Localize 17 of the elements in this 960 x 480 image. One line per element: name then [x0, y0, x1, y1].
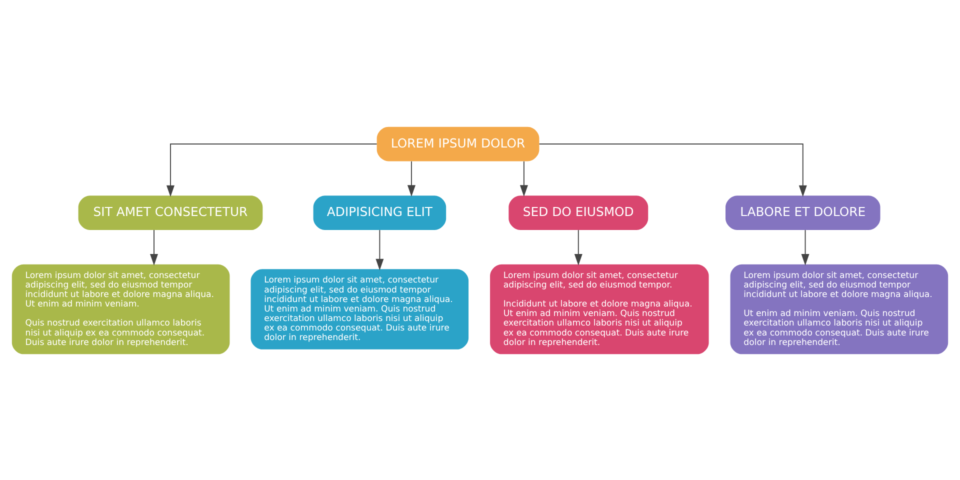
node-box: Lorem ipsum dolor sit amet, consectetur adipiscing elit, sed do eiusmod tempor incididunt ut labore et dolore magna aliqua. Ut enim ad minim veniam. Quis nostrud exercitation ullamco laboris nisi ut aliquip ex ea commodo consequat. Duis aute irure dolor in reprehenderit. [250, 268, 469, 349]
node-box: SED DO EIUSMOD [508, 195, 648, 230]
arrow [407, 160, 416, 196]
node-box: LABORE ET DOLORE [726, 195, 880, 230]
arrow [150, 229, 158, 265]
node-box: Lorem ipsum dolor sit amet, consectetur adipiscing elit, sed do eiusmod tempor incididunt ut labore et dolore magna aliqua. Ut enim ad minim veniam. Quis nostrud exercitation ullamco laboris nisi ut aliquip ex ea commodo consequat. Duis aute irure dolor in reprehenderit. [12, 264, 230, 354]
arrow [166, 143, 378, 196]
arrow [801, 229, 810, 265]
arrow [520, 160, 528, 196]
arrow [376, 229, 384, 270]
node-box: Lorem ipsum dolor sit amet, consectetur adipiscing elit, sed do eiusmod tempor incididunt ut labore et dolore magna aliqua. Ut enim ad minim veniam. Quis nostrud exercitation ullamco laboris nisi ut aliquip ex ea commodo consequat. Duis aute irure dolor in reprehenderit. [730, 264, 948, 354]
arrow [538, 143, 807, 196]
node-box: Lorem ipsum dolor sit amet, consectetur adipiscing elit, sed do eiusmod tempor. Incididunt ut labore et dolore magna aliqua. Ut enim ad minim veniam. Quis nostrud exercitation ullamco laboris nisi ut aliquip ex ea commodo consequat. Duis aute irure dolor in reprehenderit. [490, 264, 709, 354]
node-box: ADIPISICING ELIT [313, 195, 446, 230]
node-box: SIT AMET CONSECTETUR [78, 195, 263, 230]
arrow [574, 229, 582, 265]
node-box: LOREM IPSUM DOLOR [376, 126, 540, 161]
